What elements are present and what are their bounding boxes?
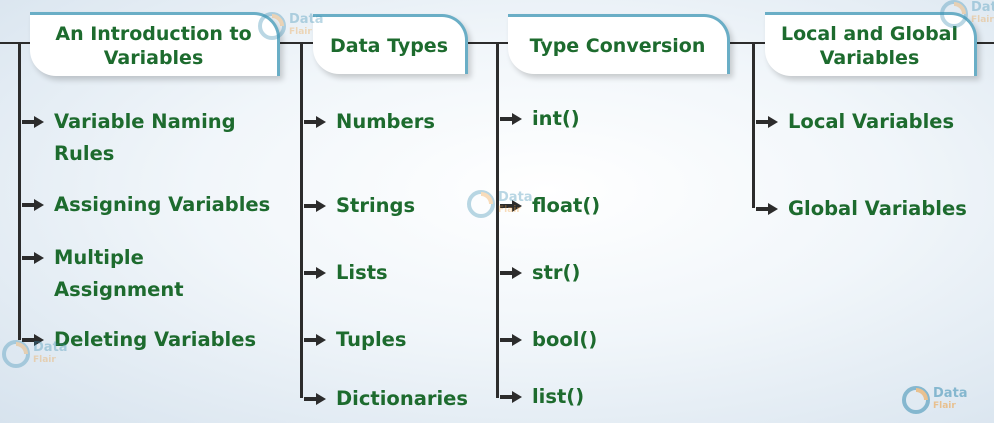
item-label: Tuples — [336, 328, 407, 351]
item-label: Strings — [336, 194, 416, 217]
watermark-line2: Flair — [289, 27, 312, 37]
watermark-line2: Flair — [498, 205, 521, 215]
column-3-trunk-line — [496, 42, 499, 398]
arrow-icon — [304, 106, 326, 138]
arrow-icon — [756, 106, 778, 138]
column-4-trunk-line — [752, 42, 755, 208]
arrow-icon — [304, 257, 326, 289]
watermark-line2: Flair — [971, 15, 994, 25]
list-item-int: int() — [500, 103, 700, 135]
list-item-global-variables: Global Variables — [756, 193, 992, 225]
list-item-bool: bool() — [500, 324, 700, 356]
arrow-icon — [22, 324, 44, 356]
header-type-conversion: Type Conversion — [508, 14, 730, 74]
list-item-float: float() — [500, 190, 700, 222]
list-item-local-variables: Local Variables — [756, 106, 986, 138]
dataflair-logo-icon — [258, 12, 286, 40]
list-item-variable-naming-rules: Variable Naming Rules — [22, 106, 292, 170]
item-label: Variable Naming Rules — [54, 110, 236, 165]
item-label: Dictionaries — [336, 387, 469, 410]
watermark-line1: Data — [971, 0, 994, 15]
list-item-tuples: Tuples — [304, 324, 489, 356]
list-item-dictionaries: Dictionaries — [304, 383, 494, 415]
arrow-icon — [304, 383, 326, 415]
watermark-line1: Data — [498, 190, 533, 205]
arrow-icon — [756, 193, 778, 225]
item-label: Lists — [336, 261, 388, 284]
list-item-lists: Lists — [304, 257, 489, 289]
watermark-line1: Data — [33, 340, 68, 355]
list-item-multiple-assignment: Multiple Assignment — [22, 242, 292, 306]
watermark-line1: Data — [289, 12, 324, 27]
item-label: Global Variables — [788, 197, 967, 220]
dataflair-logo-icon — [940, 0, 968, 28]
header-data-types: Data Types — [313, 14, 468, 74]
item-label: float() — [532, 194, 601, 217]
item-label: Deleting Variables — [54, 328, 257, 351]
arrow-icon — [500, 103, 522, 135]
list-item-strings: Strings — [304, 190, 489, 222]
item-label: int() — [532, 107, 580, 130]
item-label: Numbers — [336, 110, 435, 133]
arrow-icon — [22, 189, 44, 221]
dataflair-logo-icon — [902, 386, 930, 414]
list-item-numbers: Numbers — [304, 106, 489, 138]
list-item-str: str() — [500, 257, 700, 289]
item-label: str() — [532, 261, 581, 284]
list-item-list: list() — [500, 381, 700, 413]
arrow-icon — [304, 190, 326, 222]
watermark-line2: Flair — [33, 355, 56, 365]
item-label: Local Variables — [788, 110, 955, 133]
watermark-line1: Data — [933, 386, 968, 401]
list-item-deleting-variables: Deleting Variables — [22, 324, 292, 356]
item-label: list() — [532, 385, 585, 408]
column-2-trunk-line — [300, 42, 303, 398]
arrow-icon — [304, 324, 326, 356]
item-label: bool() — [532, 328, 598, 351]
item-label: Multiple Assignment — [54, 246, 184, 301]
header-introduction-to-variables: An Introduction to Variables — [30, 12, 280, 76]
dataflair-logo-icon — [467, 190, 495, 218]
arrow-icon — [500, 257, 522, 289]
arrow-icon — [500, 381, 522, 413]
dataflair-logo-icon — [2, 340, 30, 368]
header-local-and-global-variables: Local and Global Variables — [765, 12, 977, 76]
watermark-line2: Flair — [933, 401, 956, 411]
column-1-trunk-line — [18, 42, 21, 340]
arrow-icon — [500, 324, 522, 356]
arrow-icon — [22, 106, 44, 138]
list-item-assigning-variables: Assigning Variables — [22, 189, 297, 221]
item-label: Assigning Variables — [54, 193, 271, 216]
arrow-icon — [22, 242, 44, 274]
arrow-icon — [500, 190, 522, 222]
